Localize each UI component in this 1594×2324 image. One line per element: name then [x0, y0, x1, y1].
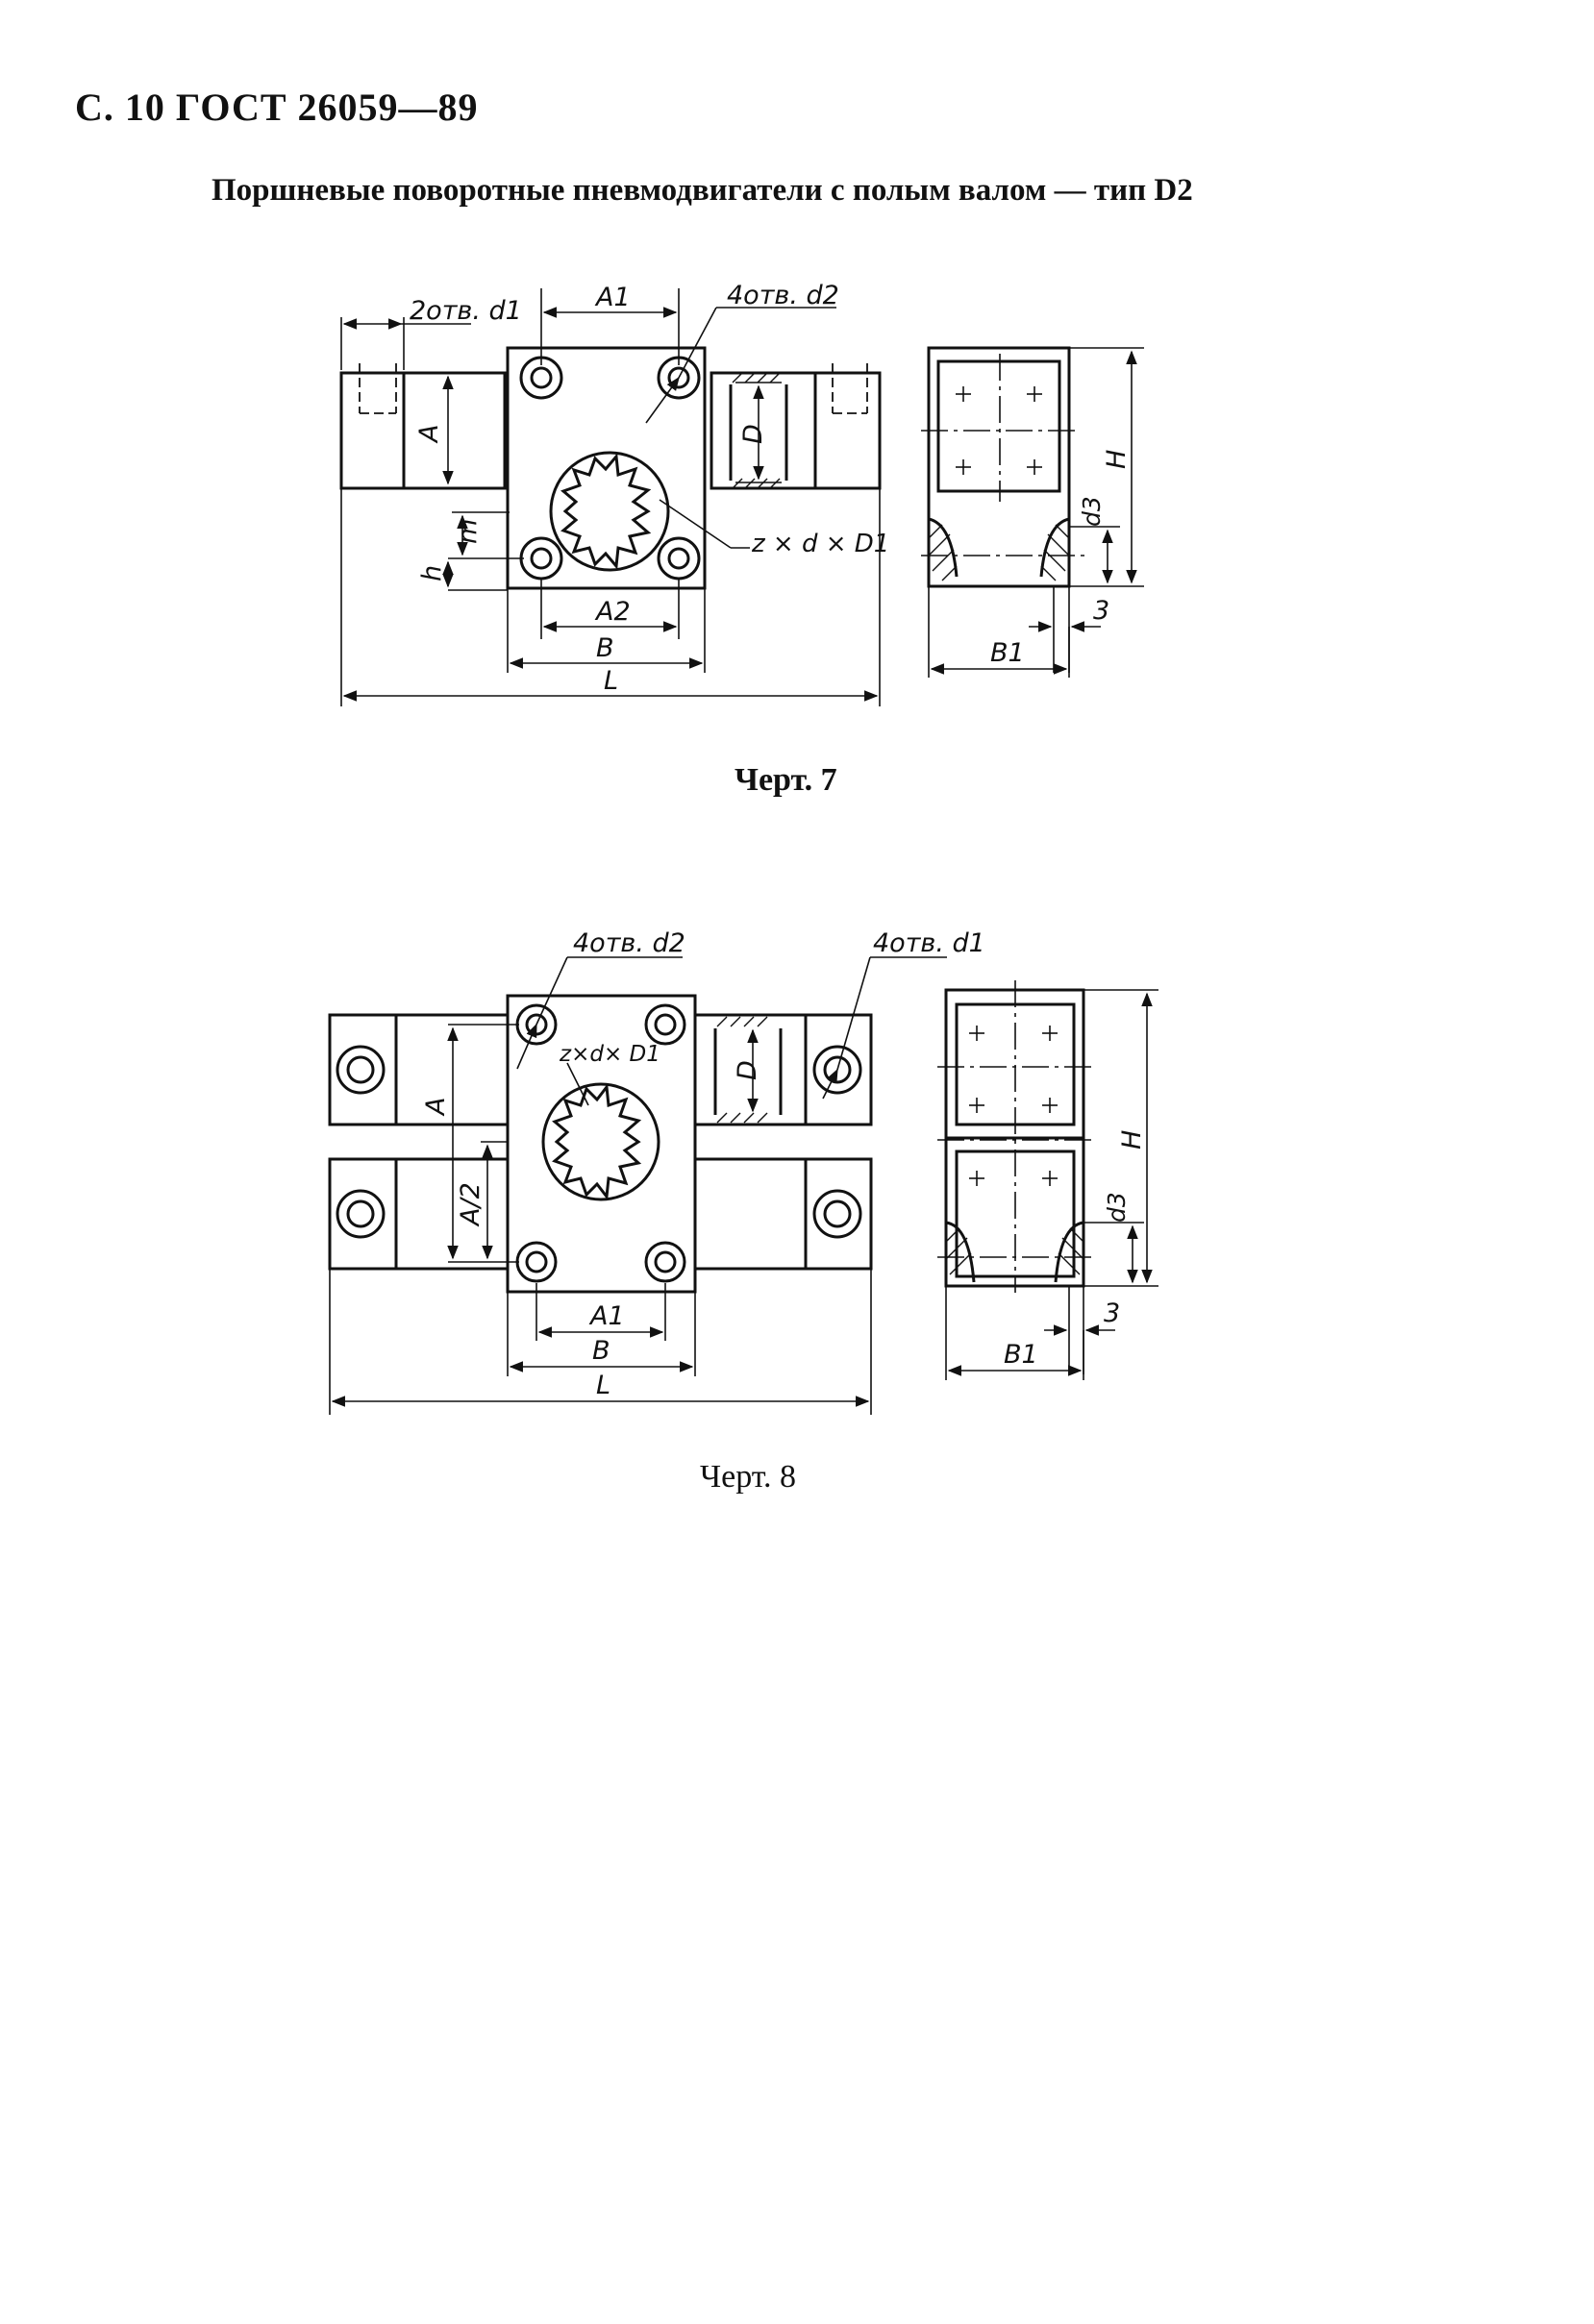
label-B1: B1: [990, 638, 1025, 668]
label-L: L: [596, 1371, 610, 1400]
figure-7-labels: 2отв. d1 A1 4отв. d2 A D m h z × d × D1 …: [410, 281, 1132, 696]
figure-8-side-view: [937, 980, 1158, 1380]
figure-7-front-view: [339, 288, 882, 706]
label-3: 3: [1093, 596, 1109, 626]
label-H: H: [1102, 450, 1132, 469]
label-B1: B1: [1004, 1340, 1038, 1370]
label-holes-d2: 4отв. d2: [573, 928, 685, 958]
label-A-half: A/2: [456, 1182, 486, 1227]
label-spline: z×d× D1: [559, 1042, 660, 1067]
label-d3: d3: [1078, 496, 1106, 527]
label-holes-d1: 2отв. d1: [410, 296, 522, 326]
label-3: 3: [1104, 1298, 1120, 1328]
label-A: A: [414, 425, 444, 444]
label-H: H: [1117, 1130, 1147, 1150]
label-h: h: [417, 565, 447, 581]
label-A1: A1: [594, 283, 631, 312]
label-L: L: [604, 666, 618, 696]
figure-8-front-view: [328, 956, 947, 1415]
label-m: m: [453, 519, 483, 544]
figure-8-labels: 4отв. d2 4отв. d1 z×d× D1 A A/2 D A1 B L…: [421, 928, 1147, 1400]
figure-7-side-view: [921, 346, 1144, 678]
label-D: D: [733, 1060, 762, 1080]
label-d3: d3: [1103, 1192, 1131, 1223]
label-A: A: [421, 1098, 451, 1117]
page-title: Поршневые поворотные пневмодвигатели с п…: [212, 173, 1193, 208]
label-B: B: [592, 1336, 610, 1366]
label-A1: A1: [588, 1301, 625, 1331]
label-B: B: [596, 633, 614, 663]
label-spline: z × d × D1: [751, 530, 889, 558]
label-D: D: [738, 424, 768, 444]
figure-8-caption: Черт. 8: [700, 1459, 797, 1495]
figure-7-caption: Черт. 7: [735, 762, 837, 798]
label-A2: A2: [594, 597, 631, 627]
label-holes-d2: 4отв. d2: [727, 281, 839, 310]
page-header: С. 10 ГОСТ 26059—89: [75, 86, 479, 129]
label-holes-d1: 4отв. d1: [873, 928, 985, 958]
